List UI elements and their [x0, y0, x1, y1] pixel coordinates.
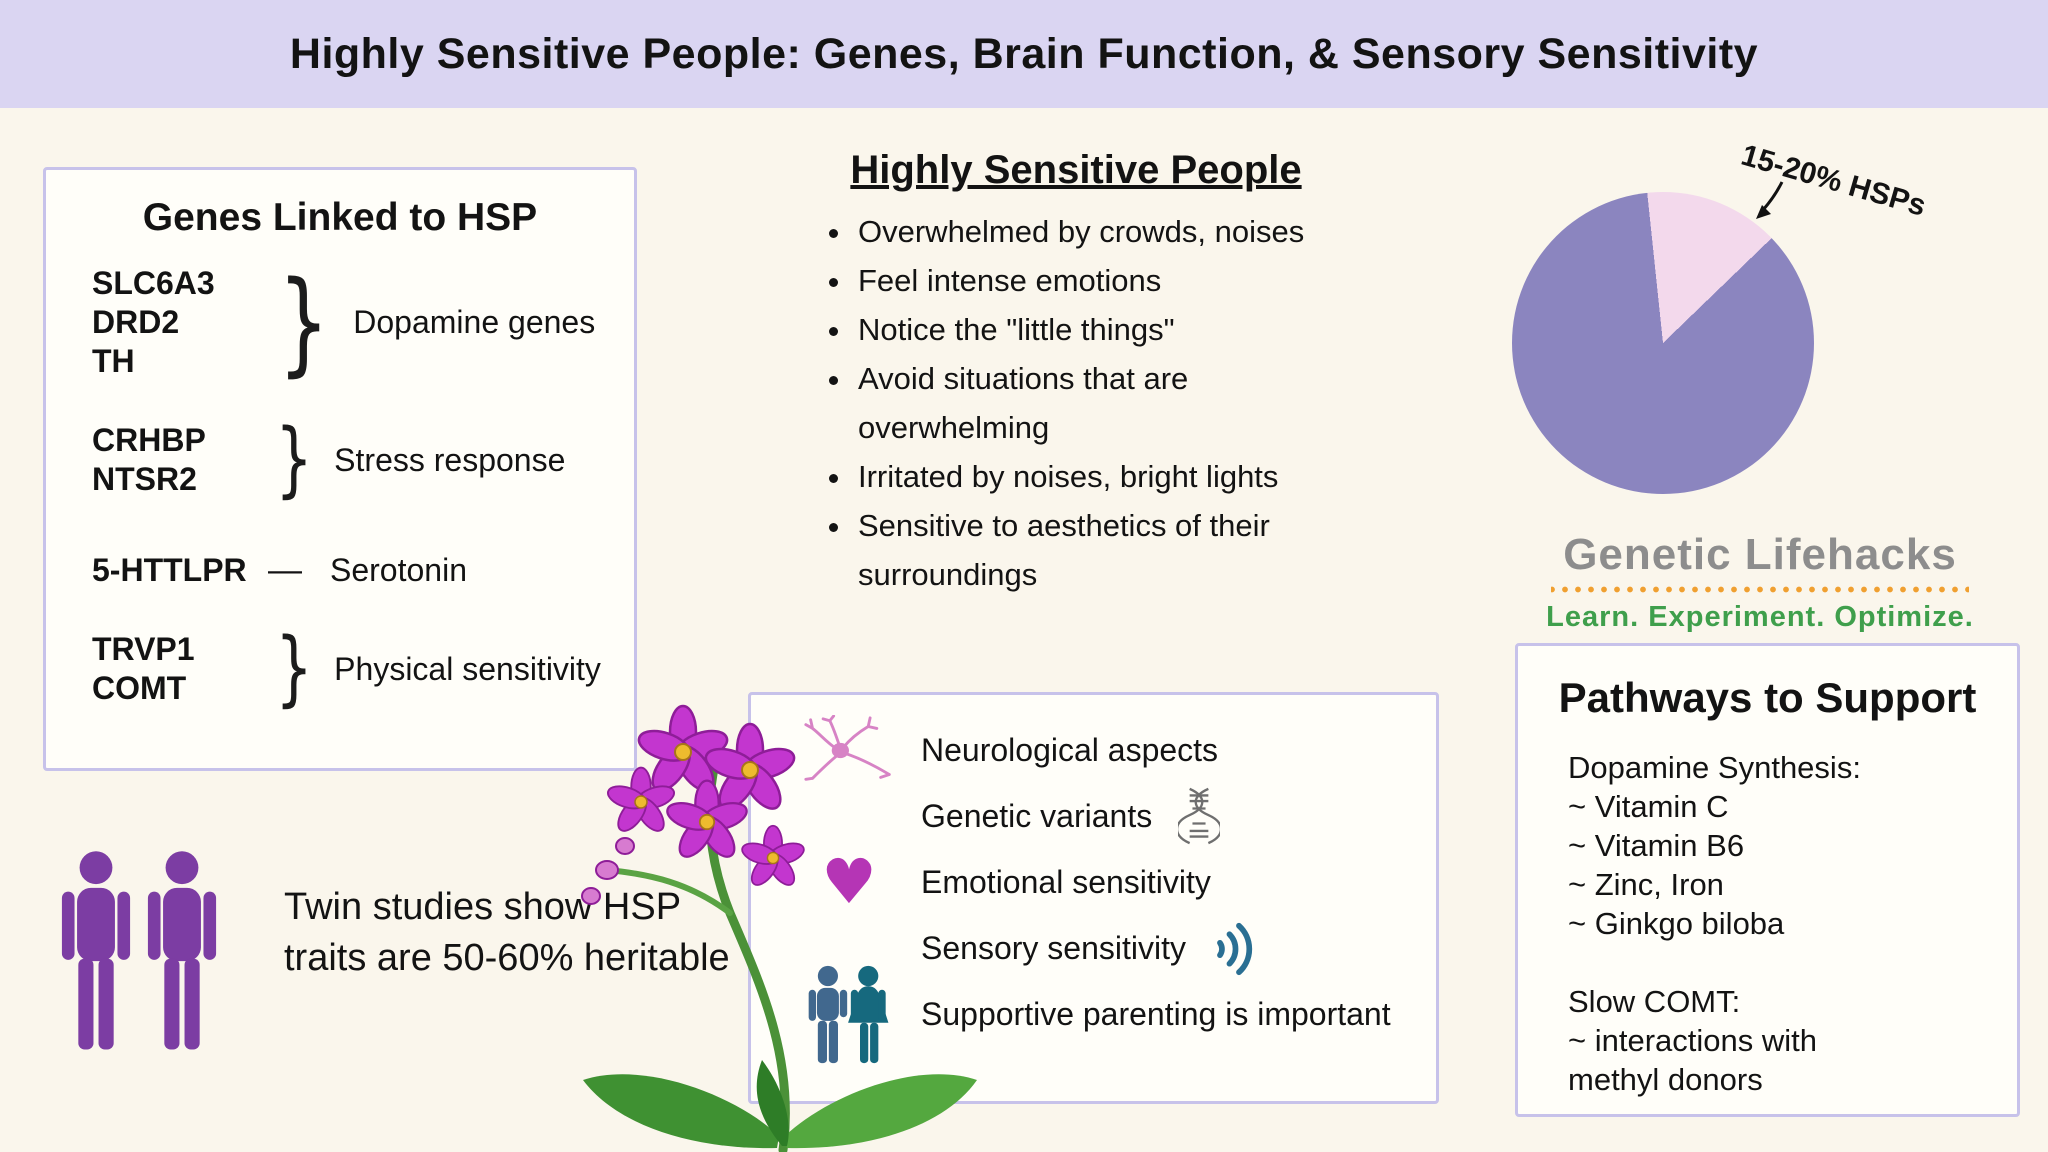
heart-icon: ♥ [821, 845, 877, 918]
hsp-traits-list: Overwhelmed by crowds, noises Feel inten… [806, 207, 1386, 599]
genes-panel-title: Genes Linked to HSP [142, 196, 538, 239]
gene-group-label: Physical sensitivity [334, 650, 601, 687]
twins-illustration [58, 850, 220, 1052]
twin-studies-text: Twin studies show HSP traits are 50-60% … [284, 882, 730, 984]
hsp-trait-item: Sensitive to aesthetics of their surroun… [854, 501, 1386, 599]
gene-name: TH [92, 343, 135, 379]
brand-name: Genetic Lifehacks [1563, 530, 1957, 579]
hsp-trait-item: Overwhelmed by crowds, noises [854, 207, 1386, 256]
gene-group-label: Dopamine genes [353, 304, 596, 340]
pathways-panel: Pathways to Support Dopamine Synthesis: … [1515, 643, 2020, 1117]
aspect-row-genetic: Genetic variants [777, 783, 1436, 849]
hsp-pie-chart [1512, 192, 1814, 494]
person-icon [147, 851, 217, 1050]
gene-names: SLC6A3 DRD2 TH [92, 264, 268, 381]
neuron-icon [804, 714, 891, 781]
title-banner: Highly Sensitive People: Genes, Brain Fu… [0, 0, 2048, 108]
hsp-trait-item: Notice the "little things" [854, 305, 1386, 354]
brace-connector: } [277, 257, 330, 388]
aspect-row-sensory: Sensory sensitivity [777, 915, 1436, 981]
gene-group-label: Stress response [334, 441, 566, 478]
gene-name: SLC6A3 [92, 265, 215, 301]
gene-names: CRHBP NTSR2 [92, 421, 268, 499]
aspects-panel: Neurological aspects Genetic variants ♥ … [748, 692, 1439, 1104]
genes-panel: Genes Linked to HSP SLC6A3 DRD2 TH } Dop… [43, 167, 637, 771]
hsp-trait-item: Irritated by noises, bright lights [854, 452, 1386, 501]
brand-logo: Genetic Lifehacks Learn. Experiment. Opt… [1536, 530, 1984, 634]
person-icon [61, 851, 131, 1050]
brand-tagline: Learn. Experiment. Optimize. [1546, 601, 1974, 633]
brace-connector: } [275, 412, 313, 507]
page-title: Highly Sensitive People: Genes, Brain Fu… [289, 29, 1759, 78]
gene-name: 5-HTTLPR [92, 552, 247, 588]
dna-icon [1178, 787, 1221, 845]
twin-studies-line: traits are 50-60% heritable [284, 937, 730, 979]
orchid-illustration [581, 704, 977, 1152]
hsp-trait-item: Feel intense emotions [854, 256, 1386, 305]
couple-icon [808, 965, 889, 1063]
aspect-label: Emotional sensitivity [921, 863, 1211, 900]
pathways-item: ~ Zinc, Iron [1568, 867, 1724, 902]
gene-name: DRD2 [92, 304, 180, 340]
gene-names: TRVP1 COMT [92, 630, 268, 708]
gene-name: NTSR2 [92, 461, 197, 497]
pathways-item: ~ Vitamin C [1568, 789, 1729, 824]
dotted-divider [1551, 585, 1969, 594]
gene-group-dopamine: SLC6A3 DRD2 TH } Dopamine genes [92, 264, 610, 381]
gene-name: COMT [92, 670, 187, 706]
gene-group-physical: TRVP1 COMT } Physical sensitivity [92, 628, 610, 710]
aspect-row-neurological: Neurological aspects [777, 714, 1436, 783]
aspect-label: Supportive parenting is important [921, 995, 1391, 1032]
gene-group-stress: CRHBP NTSR2 } Stress response [92, 419, 610, 501]
aspect-label: Neurological aspects [921, 731, 1219, 768]
pathways-section-heading: Slow COMT: [1568, 984, 1741, 1019]
brace-connector: } [275, 621, 313, 716]
annotation-arrow-icon [1756, 181, 1784, 219]
sound-waves-icon [1217, 922, 1253, 975]
aspect-row-emotional: ♥ Emotional sensitivity [777, 849, 1436, 915]
hsp-trait-item: Avoid situations that are overwhelming [854, 354, 1386, 452]
gene-group-label: Serotonin [330, 552, 467, 588]
gene-names: 5-HTTLPR [92, 551, 268, 590]
aspect-label: Genetic variants [921, 797, 1153, 834]
pathways-item: ~ Vitamin B6 [1568, 828, 1745, 863]
twin-studies-line: Twin studies show HSP [284, 886, 682, 928]
pathways-section-heading: Dopamine Synthesis: [1568, 750, 1861, 785]
gene-name: CRHBP [92, 422, 206, 458]
pathways-panel-title: Pathways to Support [1558, 674, 1977, 721]
gene-name: TRVP1 [92, 631, 195, 667]
aspect-row-parenting: Supportive parenting is important [777, 965, 1436, 1063]
dash-connector: — [268, 551, 302, 589]
pathways-item: ~ interactions with methyl donors [1568, 1023, 1817, 1097]
aspect-label: Sensory sensitivity [921, 929, 1186, 966]
gene-group-serotonin: 5-HTTLPR — Serotonin [92, 551, 610, 590]
pathways-item: ~ Ginkgo biloba [1568, 906, 1785, 941]
hsp-traits-block: Highly Sensitive People Overwhelmed by c… [806, 148, 1386, 599]
hsp-traits-title: Highly Sensitive People [850, 148, 1302, 192]
